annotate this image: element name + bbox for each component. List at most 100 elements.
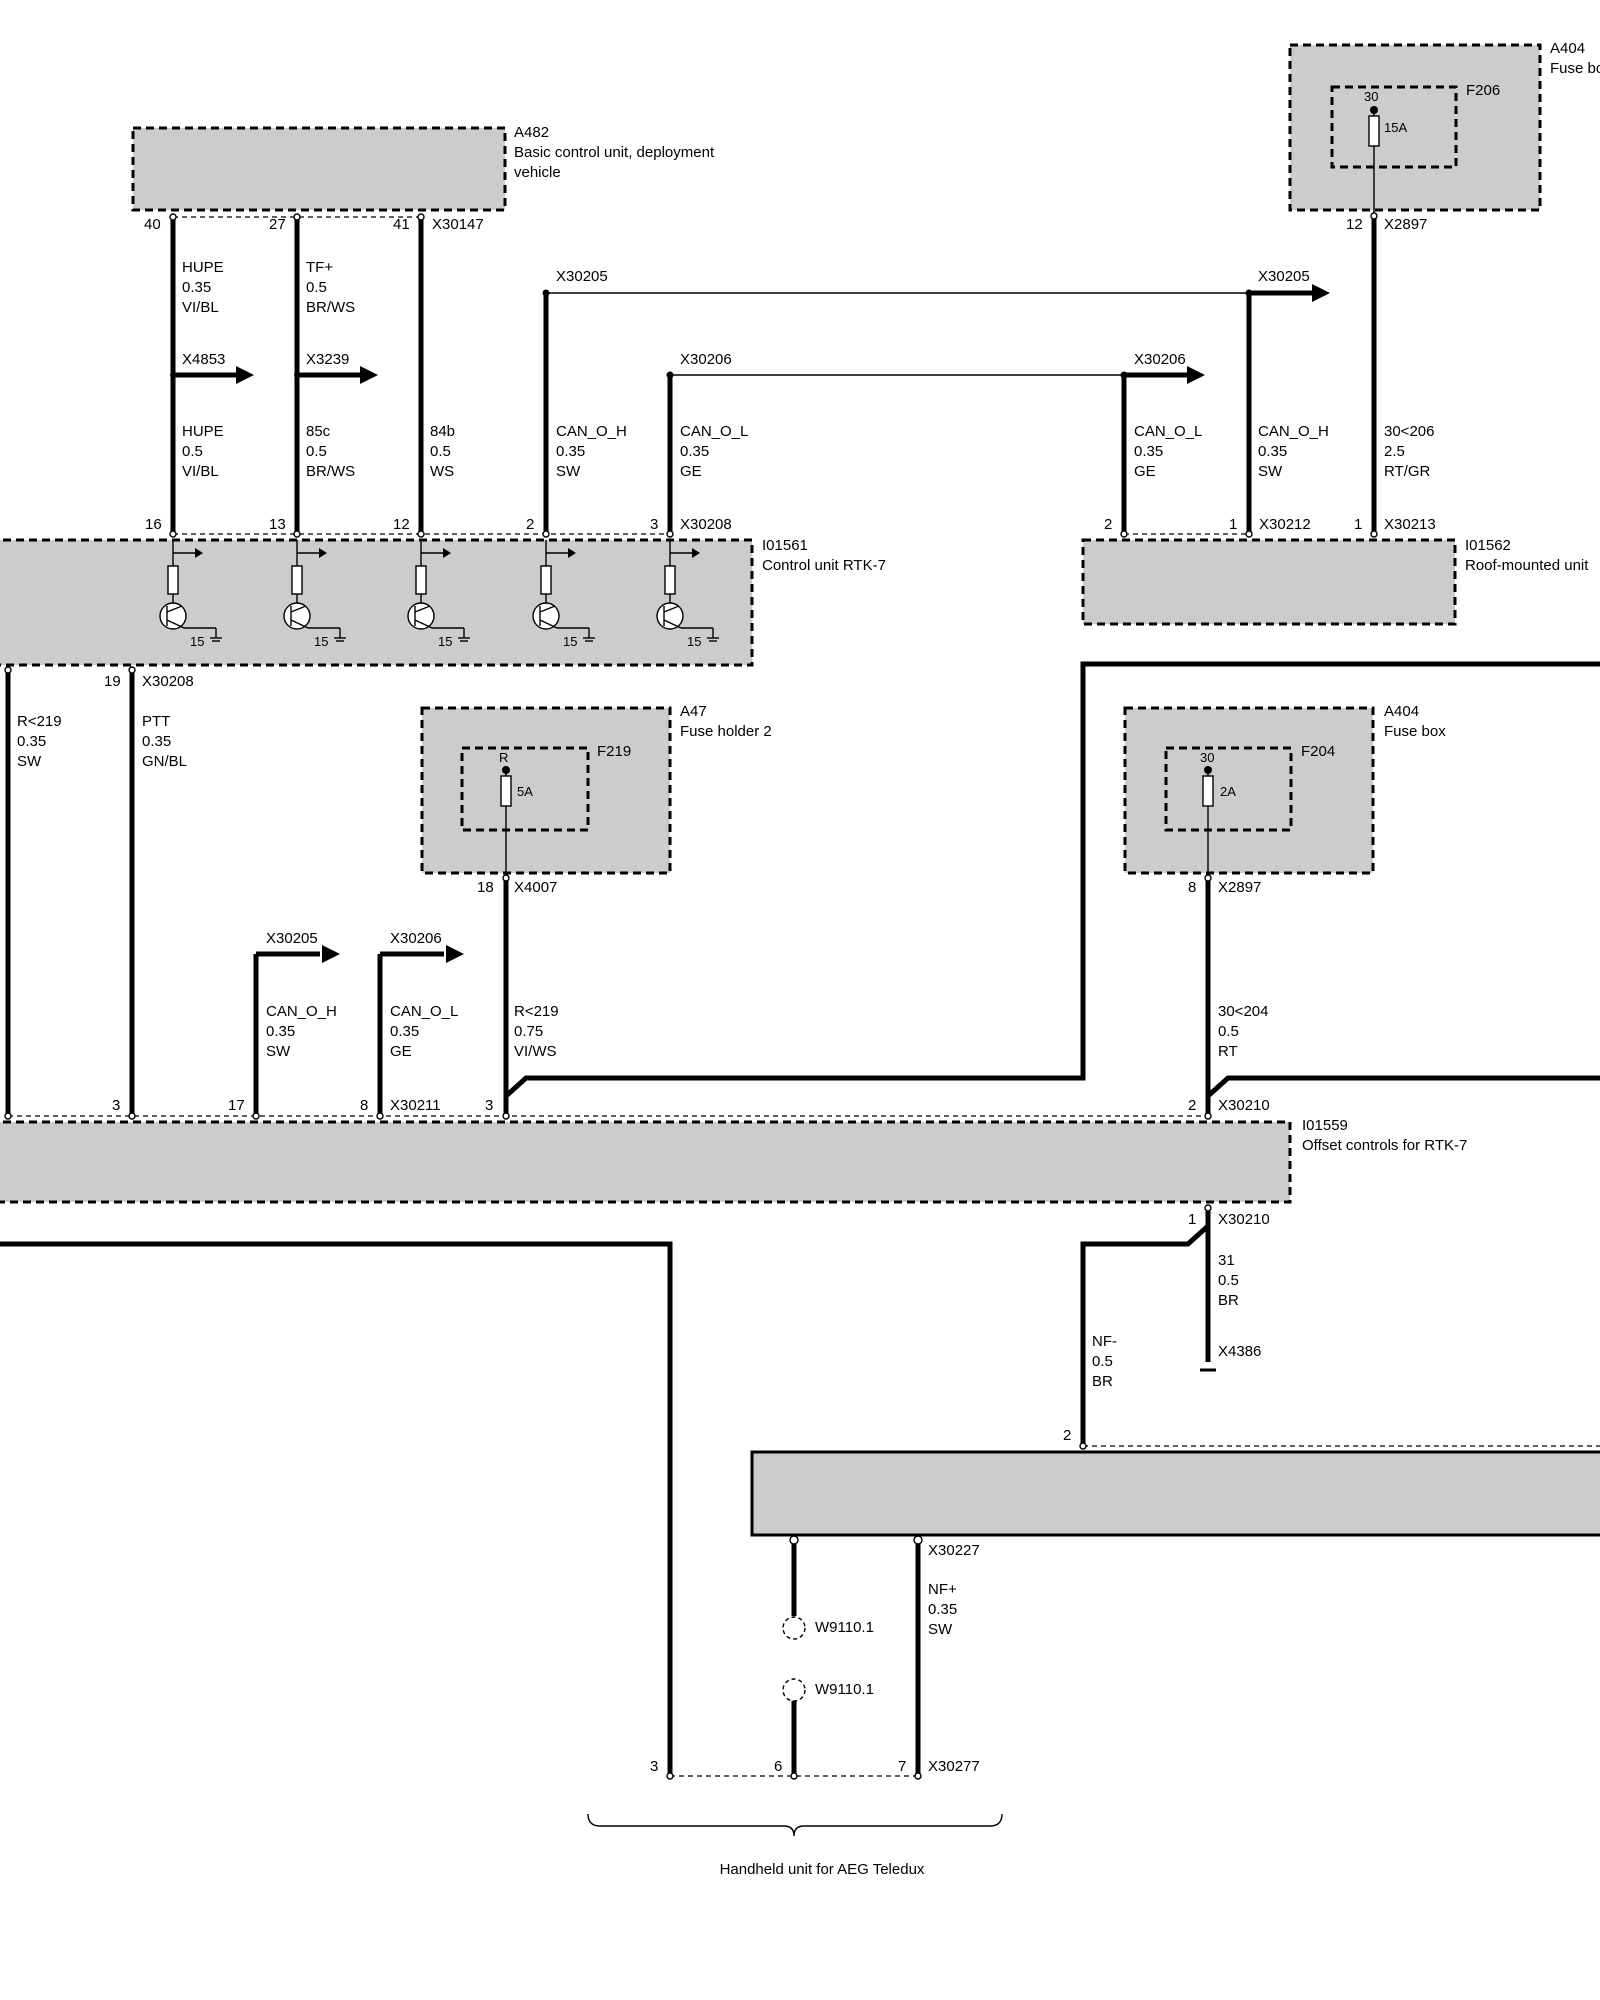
f219-label: F219	[597, 743, 631, 760]
arrow-x30205-top	[1249, 284, 1330, 302]
svg-text:SW: SW	[928, 1621, 953, 1638]
i01561-box	[0, 538, 754, 667]
i01559-box	[0, 1120, 1292, 1204]
svg-text:0.75: 0.75	[514, 1023, 543, 1040]
ref-x30206-b: X30206	[1134, 351, 1186, 368]
i01559-pin-17: 17	[228, 1097, 245, 1114]
svg-text:0.35: 0.35	[17, 733, 46, 750]
arrow-x3239	[297, 366, 378, 384]
i01561-id: I01561	[762, 537, 808, 554]
svg-text:0.35: 0.35	[182, 279, 211, 296]
svg-text:0.5: 0.5	[1218, 1272, 1239, 1289]
f206-rating: 15A	[1384, 120, 1407, 135]
handheld-pin-3: 3	[650, 1758, 658, 1775]
f206-label: F206	[1466, 82, 1500, 99]
i01562-connector-b: X30213	[1384, 516, 1436, 533]
spec-31: 310.5BR	[1218, 1252, 1239, 1309]
a47-name: Fuse holder 2	[680, 723, 772, 740]
svg-text:VI/WS: VI/WS	[514, 1043, 557, 1060]
svg-text:0.35: 0.35	[556, 443, 585, 460]
f204-label: F204	[1301, 743, 1335, 760]
svg-text:SW: SW	[556, 463, 581, 480]
i01559-pin-3b: 3	[485, 1097, 493, 1114]
i01559-pin-2: 2	[1188, 1097, 1196, 1114]
a404-mid-box	[1123, 706, 1375, 875]
wire-nf-minus	[1080, 1208, 1211, 1446]
svg-text:BR: BR	[1092, 1373, 1113, 1390]
w9110-splice-top	[782, 1616, 806, 1640]
svg-text:0.35: 0.35	[1258, 443, 1287, 460]
svg-text:0.35: 0.35	[142, 733, 171, 750]
svg-text:0.5: 0.5	[306, 443, 327, 460]
a404-top-box	[1288, 43, 1542, 212]
wire-r219-diag	[503, 661, 1600, 1116]
svg-text:30<206: 30<206	[1384, 423, 1434, 440]
transistor-label: 15	[687, 634, 701, 649]
i01559-connector-b: X30210	[1218, 1097, 1270, 1114]
i01562-pin-1a: 1	[1229, 516, 1237, 533]
svg-text:0.5: 0.5	[1092, 1353, 1113, 1370]
spec-tf-top: TF+ 0.5BR/WS	[306, 259, 355, 316]
svg-text:SW: SW	[266, 1043, 291, 1060]
i01562-connector-a: X30212	[1259, 516, 1311, 533]
svg-text:NF-: NF-	[1092, 1333, 1117, 1350]
i01562-box	[1081, 538, 1457, 626]
svg-text:TF+: TF+	[306, 259, 333, 276]
a404-mid-name: Fuse box	[1384, 723, 1446, 740]
svg-text:HUPE: HUPE	[182, 259, 224, 276]
a404-mid-connector: X2897	[1218, 879, 1261, 896]
svg-text:CAN_O_H: CAN_O_H	[266, 1003, 337, 1020]
a404-top-name: Fuse bo	[1550, 60, 1600, 77]
pin-markers	[4, 212, 1378, 1780]
arrow-x30206-top	[1124, 366, 1205, 384]
a47-connector: X4007	[514, 879, 557, 896]
i01561-driver-3: 15	[656, 540, 719, 649]
svg-text:WS: WS	[430, 463, 454, 480]
a404-top-id: A404	[1550, 40, 1585, 57]
a482-name-1: Basic control unit, deployment	[514, 144, 715, 161]
ref-x30206-a: X30206	[680, 351, 732, 368]
handheld-pin-2: 2	[1063, 1427, 1071, 1444]
i01561-pin-13: 13	[269, 516, 286, 533]
a47-id: A47	[680, 703, 707, 720]
i01561-pin-2: 2	[526, 516, 534, 533]
handheld-brace	[587, 1813, 1003, 1837]
svg-text:R<219: R<219	[514, 1003, 559, 1020]
i01561-pin-16: 16	[145, 516, 162, 533]
svg-text:RT: RT	[1218, 1043, 1238, 1060]
a404-top-connector: X2897	[1384, 216, 1427, 233]
wire-handheld-3	[0, 1241, 673, 1776]
a482-box	[131, 126, 507, 212]
a482-connector: X30147	[432, 216, 484, 233]
i01561-driver-13: 15	[283, 540, 346, 649]
svg-text:GE: GE	[1134, 463, 1156, 480]
svg-text:BR/WS: BR/WS	[306, 299, 355, 316]
i01562-id: I01562	[1465, 537, 1511, 554]
svg-text:HUPE: HUPE	[182, 423, 224, 440]
svg-text:30<204: 30<204	[1218, 1003, 1268, 1020]
svg-text:VI/BL: VI/BL	[182, 299, 219, 316]
i01561-name: Control unit RTK-7	[762, 557, 886, 574]
transistor-label: 15	[190, 634, 204, 649]
svg-text:0.35: 0.35	[928, 1601, 957, 1618]
f204-fuse	[1202, 766, 1214, 878]
i01561-connector: X30208	[680, 516, 732, 533]
svg-text:BR/WS: BR/WS	[306, 463, 355, 480]
svg-text:0.5: 0.5	[182, 443, 203, 460]
f206-pin: 30	[1364, 89, 1378, 104]
svg-text:0.5: 0.5	[306, 279, 327, 296]
svg-text:0.35: 0.35	[1134, 443, 1163, 460]
i01559-pin-8: 8	[360, 1097, 368, 1114]
svg-text:85c: 85c	[306, 423, 331, 440]
f219-rating: 5A	[517, 784, 533, 799]
svg-text:0.35: 0.35	[390, 1023, 419, 1040]
